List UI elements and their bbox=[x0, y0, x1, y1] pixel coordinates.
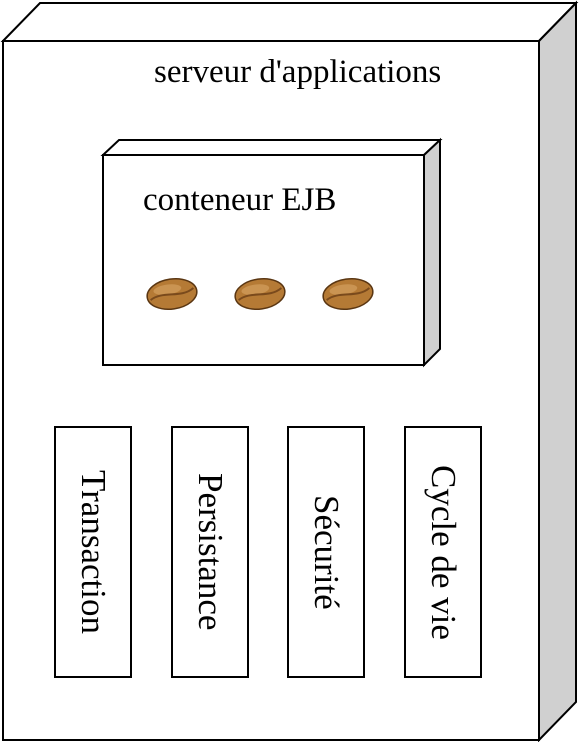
container-front-face bbox=[102, 154, 425, 366]
container-title: conteneur EJB bbox=[143, 182, 337, 218]
service-persistance: Persistance bbox=[172, 427, 248, 677]
container-top-face bbox=[100, 139, 443, 156]
service-label: Cycle de vie bbox=[424, 464, 463, 640]
coffee-bean-icon bbox=[234, 277, 286, 311]
coffee-bean-icon bbox=[146, 277, 198, 311]
service-box-cycle-de-vie bbox=[404, 426, 482, 678]
service-box-persistance bbox=[171, 426, 249, 678]
service-label: Sécurité bbox=[307, 494, 346, 610]
coffee-bean-icon bbox=[322, 277, 374, 311]
service-box-transaction bbox=[54, 426, 132, 678]
service-transaction: Transaction bbox=[55, 427, 131, 677]
service-label: Transaction bbox=[74, 470, 113, 634]
ejb-container-node bbox=[100, 137, 443, 368]
server-node-side-face bbox=[538, 0, 577, 742]
service-securite: Sécurité bbox=[288, 427, 364, 677]
service-cycle-de-vie: Cycle de vie bbox=[405, 427, 481, 677]
service-label: Persistance bbox=[191, 473, 230, 631]
service-box-securite bbox=[287, 426, 365, 678]
server-node-top-face bbox=[0, 1, 579, 42]
container-side-face bbox=[423, 137, 441, 368]
server-title: serveur d'applications bbox=[154, 54, 442, 90]
